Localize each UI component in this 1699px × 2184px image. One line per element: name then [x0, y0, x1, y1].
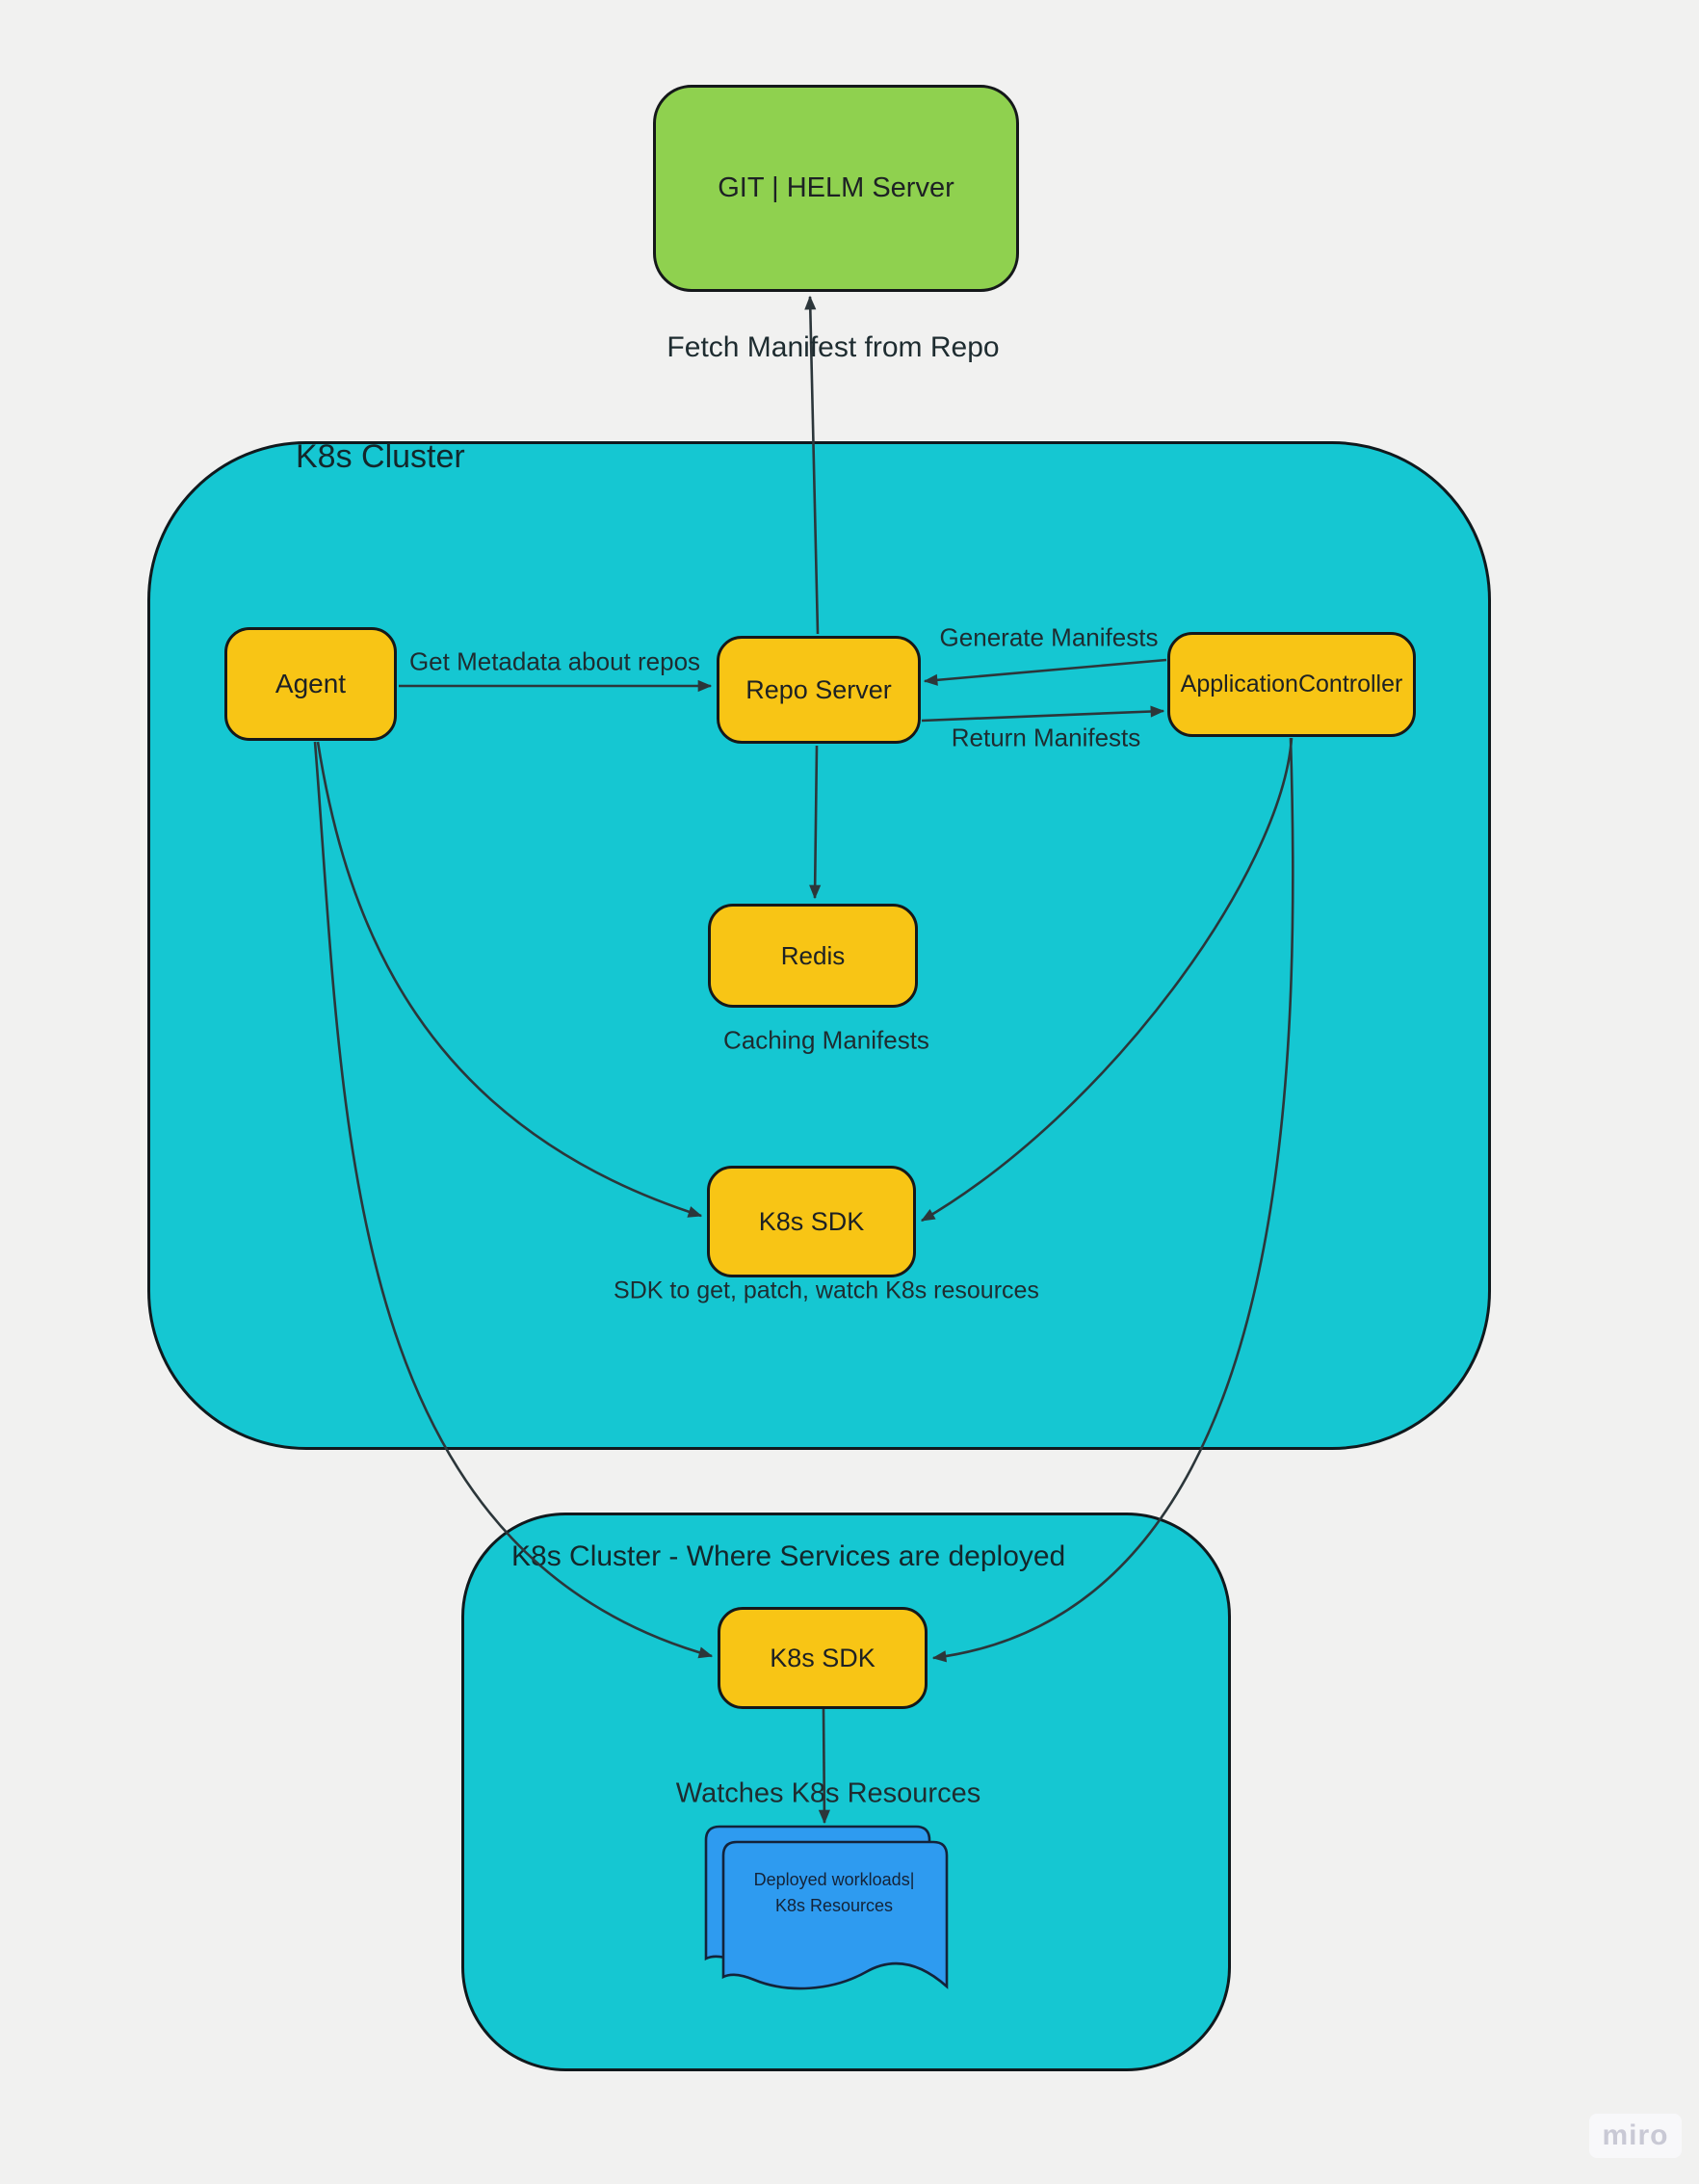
label-return-manifests[interactable]: Return Manifests: [951, 723, 1141, 752]
k8s-sdk-1-label: K8s SDK: [758, 1206, 865, 1236]
label-caching-manifests[interactable]: Caching Manifests: [723, 1025, 929, 1055]
k8s-sdk-node-2[interactable]: K8s SDK: [718, 1607, 928, 1709]
redis-label: Redis: [780, 940, 846, 970]
label-generate-manifests[interactable]: Generate Manifests: [939, 622, 1159, 652]
edge-agent-to-sdk2[interactable]: [313, 741, 714, 1659]
agent-node[interactable]: Agent: [224, 627, 397, 741]
label-sdk-description[interactable]: SDK to get, patch, watch K8s resources: [614, 1276, 1039, 1304]
edge-appcontroller-to-repo[interactable]: [923, 658, 1167, 686]
edge-repo-to-redis[interactable]: [809, 745, 822, 900]
k8s-sdk-2-label: K8s SDK: [770, 1643, 876, 1672]
edge-appcontroller-to-sdk1[interactable]: [920, 737, 1294, 1223]
label-watches-resources[interactable]: Watches K8s Resources: [675, 1777, 981, 1809]
k8s-sdk-node-1[interactable]: K8s SDK: [707, 1166, 916, 1277]
miro-watermark-label: miro: [1602, 2119, 1669, 2151]
application-controller-label: ApplicationController: [1180, 671, 1403, 697]
repo-server-node[interactable]: Repo Server: [717, 636, 921, 744]
label-get-metadata[interactable]: Get Metadata about repos: [408, 646, 701, 676]
git-helm-server-node[interactable]: GIT | HELM Server: [653, 85, 1019, 292]
application-controller-node[interactable]: ApplicationController: [1167, 632, 1416, 737]
miro-watermark: miro: [1589, 2114, 1682, 2158]
redis-node[interactable]: Redis: [708, 904, 918, 1008]
document-front-page: [721, 1840, 949, 1990]
label-fetch-manifest[interactable]: Fetch Manifest from Repo: [667, 331, 1000, 363]
cluster2-title: K8s Cluster - Where Services are deploye…: [511, 1540, 1066, 1572]
edge-sdk2-to-workloads[interactable]: [818, 1708, 830, 1825]
cluster1-title: K8s Cluster: [296, 438, 465, 475]
edge-appcontroller-to-sdk2[interactable]: [931, 737, 1294, 1663]
agent-label: Agent: [274, 669, 347, 698]
edge-repo-to-git[interactable]: [804, 295, 820, 635]
workloads-doc-text: Deployed workloads| K8s Resources: [728, 1867, 940, 1919]
edge-repo-to-appcontroller[interactable]: [921, 705, 1165, 723]
git-helm-server-label: GIT | HELM Server: [718, 172, 954, 203]
workloads-doc-line1: Deployed workloads|: [753, 1870, 915, 1889]
repo-server-label: Repo Server: [745, 674, 892, 704]
workloads-doc-line2: K8s Resources: [774, 1896, 894, 1915]
edge-agent-to-sdk1[interactable]: [316, 741, 703, 1218]
deployed-workloads-document[interactable]: [704, 1825, 954, 1998]
